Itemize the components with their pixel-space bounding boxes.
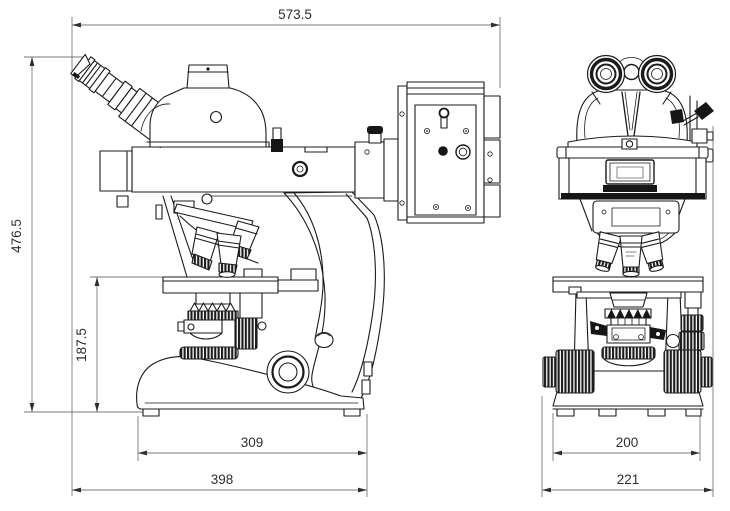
foot [598, 408, 617, 417]
prism-groove [621, 91, 641, 137]
dim-front-base-width: 200 [552, 413, 701, 461]
coarse-focus-knob [266, 331, 334, 394]
eyecup-mark [72, 72, 81, 79]
hinge-screw [623, 63, 640, 81]
focus-knobs [542, 349, 713, 394]
foot [647, 408, 666, 417]
eyepiece-left [586, 54, 626, 94]
dim-overall-length-label: 573.5 [278, 7, 312, 22]
screws [423, 127, 471, 211]
condenser-adjust-knobs [665, 291, 705, 351]
phototube [186, 64, 230, 89]
dim-overall-height-label: 476.5 [9, 219, 24, 253]
objective [619, 235, 643, 278]
dim-front-overall-width-label: 221 [617, 472, 640, 487]
upper-body [556, 146, 714, 200]
objective [595, 231, 623, 272]
fine-focus-knob [179, 317, 267, 360]
foot [556, 408, 575, 417]
filter-window [605, 159, 655, 185]
stand-arm [155, 191, 385, 405]
foot [343, 408, 361, 417]
dim-overall-depth: 398 [72, 472, 367, 493]
centering-port [438, 146, 448, 156]
condenser [590, 292, 666, 367]
condenser [177, 292, 239, 340]
binocular-head [140, 64, 270, 148]
stage-bracket [239, 292, 263, 319]
objective [636, 231, 664, 272]
dim-front-overall-width: 221 [541, 126, 714, 497]
dim-stage-height-label: 187.5 [74, 328, 89, 362]
side-view [70, 53, 501, 417]
foot [142, 408, 160, 417]
nosepiece [579, 198, 686, 278]
binocular-head [567, 89, 714, 150]
main-body-arm [99, 127, 356, 208]
filter-lever [682, 102, 714, 126]
fluorescence-lamp-house [397, 81, 501, 224]
dim-overall-depth-label: 398 [211, 472, 234, 487]
lever [272, 127, 282, 141]
base [136, 356, 365, 417]
dimension-layer: 573.5 476.5 187.5 309 [9, 7, 714, 497]
dim-base-length-label: 309 [241, 435, 264, 450]
objective [216, 232, 242, 278]
diopter-knob [670, 109, 684, 124]
front-view [542, 54, 714, 417]
dim-base-length: 309 [137, 414, 368, 497]
foot [685, 408, 702, 417]
dim-overall-length: 573.5 [71, 7, 501, 496]
dim-stage-height: 187.5 [74, 276, 172, 412]
dim-overall-height: 476.5 [9, 56, 152, 413]
nosepiece [173, 200, 260, 278]
body-ring [291, 160, 309, 178]
dim-front-base-width-label: 200 [616, 435, 639, 450]
eyepiece-right [637, 54, 677, 94]
stage-control-wheel [179, 346, 239, 360]
eyepieces [586, 54, 677, 105]
objective [191, 226, 220, 271]
